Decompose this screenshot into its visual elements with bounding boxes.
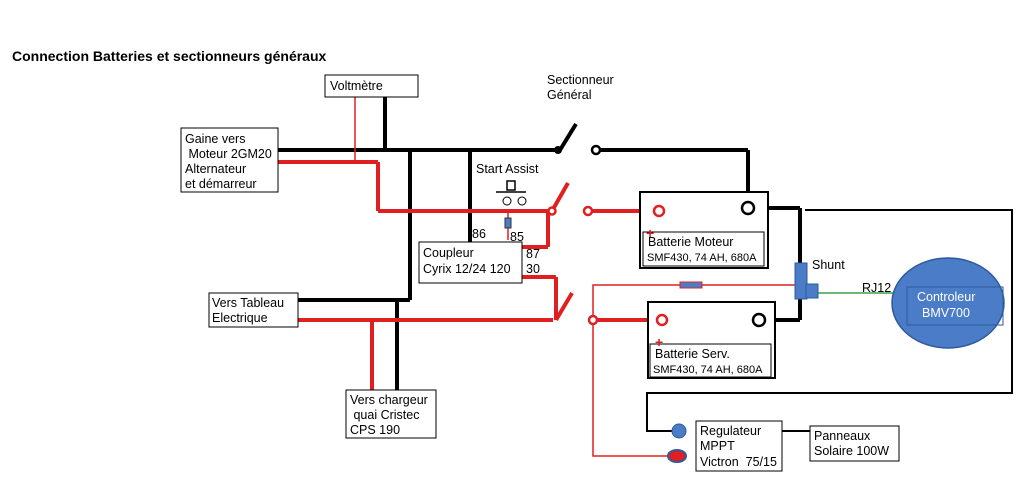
shunt-connector <box>805 283 819 299</box>
regulator-positive-terminal <box>667 449 687 463</box>
service-battery-plus: + <box>655 334 663 350</box>
regulator-box <box>695 420 783 472</box>
coupler-box <box>418 241 523 284</box>
charger-line-2: quai Cristec <box>350 408 419 422</box>
positive-wires <box>278 160 656 390</box>
engine-battery-name: Batterie Moteur <box>648 235 733 249</box>
rj12-label: RJ12 <box>862 281 891 295</box>
start-assist-push-button <box>496 180 527 206</box>
upper-switch-terminal <box>582 205 594 217</box>
main-switch-terminal <box>590 144 602 156</box>
service-fuse <box>679 281 703 289</box>
engine-battery-positive-terminal <box>652 204 666 218</box>
main-switch-label-1: Sectionneur <box>547 73 614 87</box>
engine-harness-box <box>180 127 279 193</box>
start-assist-terminal <box>547 206 557 216</box>
service-battery-spec: SMF430, 74 AH, 680A <box>653 364 763 376</box>
voltmeter-box <box>324 74 419 98</box>
lower-switch-terminal <box>587 314 599 326</box>
charger-box <box>345 389 437 439</box>
regulator-line-3: Victron 75/15 <box>700 455 777 469</box>
relay-pin-87: 87 <box>526 247 540 261</box>
solar-panel-line-2: Solaire 100W <box>814 444 889 458</box>
shunt <box>794 262 808 300</box>
engine-battery-label-box <box>642 231 765 267</box>
relay-pin-85: 85 <box>510 230 524 244</box>
engine-harness-line-2: Moteur 2GM20 <box>185 147 272 161</box>
controller-line-2: BMV700 <box>922 306 970 320</box>
regulator-negative-terminal <box>671 423 687 439</box>
start-assist-fuse <box>504 217 512 229</box>
regulator-line-1: Regulateur <box>700 424 761 438</box>
controller-line-1: Controleur <box>917 290 975 304</box>
main-switch-pivot <box>554 146 562 154</box>
relay-pin-86: 86 <box>472 227 486 241</box>
charger-line-3: CPS 190 <box>350 423 400 437</box>
diagram-title: Connection Batteries et sectionneurs gén… <box>12 48 327 64</box>
panel-line-2: Electrique <box>212 311 268 325</box>
engine-battery-plus: + <box>646 225 654 241</box>
service-battery-name: Batterie Serv. <box>655 347 730 361</box>
service-battery-negative-terminal <box>751 312 767 328</box>
engine-harness-line-1: Gaine vers <box>185 132 245 146</box>
solar-panel-line-1: Panneaux <box>814 429 871 443</box>
panel-box <box>208 292 299 328</box>
engine-harness-line-3: Alternateur <box>185 162 246 176</box>
panel-line-1: Vers Tableau <box>212 296 284 310</box>
engine-battery-spec: SMF430, 74 AH, 680A <box>647 252 757 264</box>
regulator-line-2: MPPT <box>700 439 735 453</box>
service-battery-label-box <box>649 343 772 378</box>
engine-harness-line-4: et démarreur <box>185 177 257 191</box>
coupler-line-1: Coupleur <box>423 246 474 260</box>
main-switch-label-2: Général <box>547 88 591 102</box>
thin-wires <box>354 97 1013 457</box>
service-battery-positive-terminal <box>655 313 669 327</box>
solar-panel-box <box>809 425 900 462</box>
controller-label-box <box>906 286 1004 326</box>
engine-battery-negative-terminal <box>740 200 756 216</box>
voltmeter-label: Voltmètre <box>330 79 383 93</box>
coupler-line-2: Cyrix 12/24 120 <box>423 262 511 276</box>
shunt-label: Shunt <box>812 258 845 272</box>
charger-line-1: Vers chargeur <box>350 393 428 407</box>
relay-pin-30: 30 <box>526 262 540 276</box>
start-assist-label: Start Assist <box>476 162 539 176</box>
